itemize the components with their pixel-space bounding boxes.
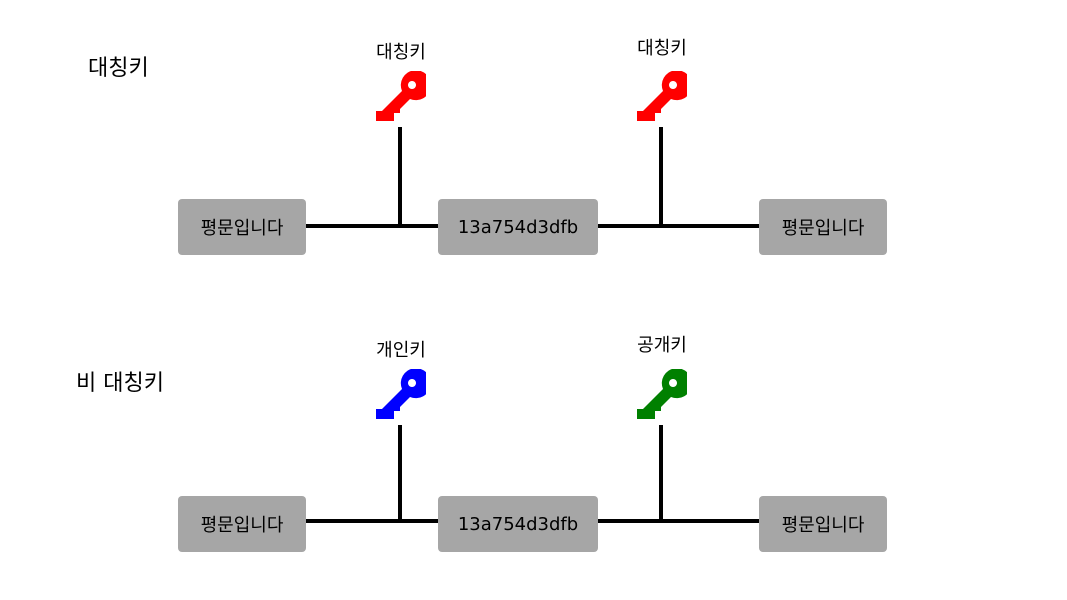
- plaintext-box: 평문입니다: [178, 199, 306, 255]
- plaintext-box: 평문입니다: [759, 496, 887, 552]
- key-label-symmetric-left: 대칭키: [376, 42, 426, 63]
- key-icon: [637, 369, 687, 419]
- section-title-symmetric: 대칭키: [88, 56, 149, 81]
- connector-vertical: [659, 425, 663, 523]
- plaintext-box: 평문입니다: [759, 199, 887, 255]
- connector-vertical: [659, 127, 663, 227]
- connector-horizontal: [306, 519, 439, 523]
- connector-horizontal: [306, 224, 439, 228]
- plaintext-box: 평문입니다: [178, 496, 306, 552]
- key-icon: [376, 369, 426, 419]
- key-label-public: 공개키: [637, 335, 687, 356]
- key-label-private: 개인키: [376, 340, 426, 361]
- connector-vertical: [398, 127, 402, 227]
- key-label-symmetric-right: 대칭키: [637, 38, 687, 59]
- connector-horizontal: [598, 224, 760, 228]
- ciphertext-box: 13a754d3dfb: [438, 199, 598, 255]
- section-title-asymmetric: 비 대칭키: [76, 371, 164, 396]
- connector-horizontal: [598, 519, 760, 523]
- connector-vertical: [398, 425, 402, 523]
- key-icon: [637, 71, 687, 121]
- key-icon: [376, 71, 426, 121]
- ciphertext-box: 13a754d3dfb: [438, 496, 598, 552]
